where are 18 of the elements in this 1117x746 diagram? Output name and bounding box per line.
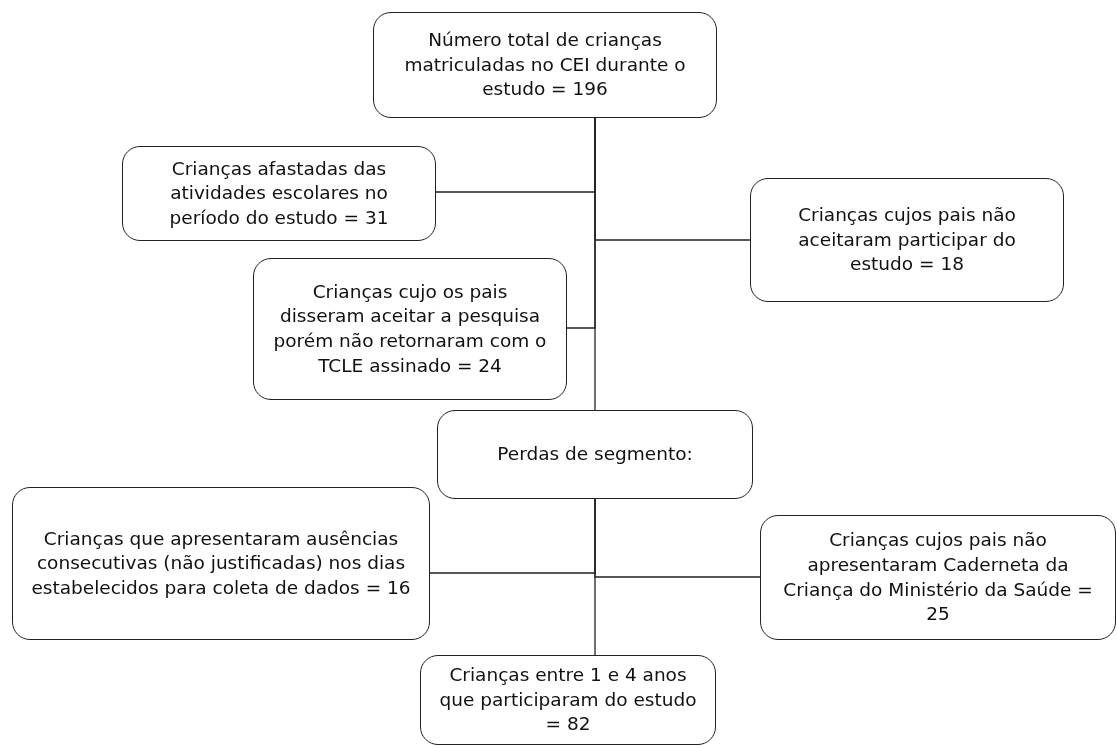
box-text: Número total de crianças matriculadas no CEI durante o estudo = 196: [403, 28, 687, 102]
box-text: Crianças cujos pais não aceitaram participar do estudo = 18: [797, 203, 1017, 277]
box-text: Crianças afastadas das atividades escolares no período do estudo = 31: [168, 156, 390, 230]
process-box: [420, 655, 716, 745]
box-text: Perdas de segmento:: [497, 442, 693, 467]
process-box: [437, 410, 753, 499]
process-box: [750, 178, 1064, 302]
connector-line: [594, 117, 596, 411]
process-box: [253, 258, 567, 400]
box-text: Crianças que apresentaram ausências consecutivas (não justificadas) nos dias estabelecidos para coleta de dados = 16: [30, 526, 412, 600]
connector-line: [594, 498, 596, 656]
process-box: [122, 146, 436, 241]
box-text: Crianças cujos pais não apresentaram Caderneta da Criança do Ministério da Saúde = 25: [782, 528, 1094, 627]
process-box: [760, 515, 1116, 640]
box-text: Crianças entre 1 e 4 anos que participaram do estudo = 82: [438, 663, 698, 737]
box-text: Crianças cujo os pais disseram aceitar a pesquisa porém não retornaram com o TCLE assinado = 24: [272, 279, 548, 378]
process-box: [12, 487, 430, 640]
process-box: [373, 12, 717, 118]
